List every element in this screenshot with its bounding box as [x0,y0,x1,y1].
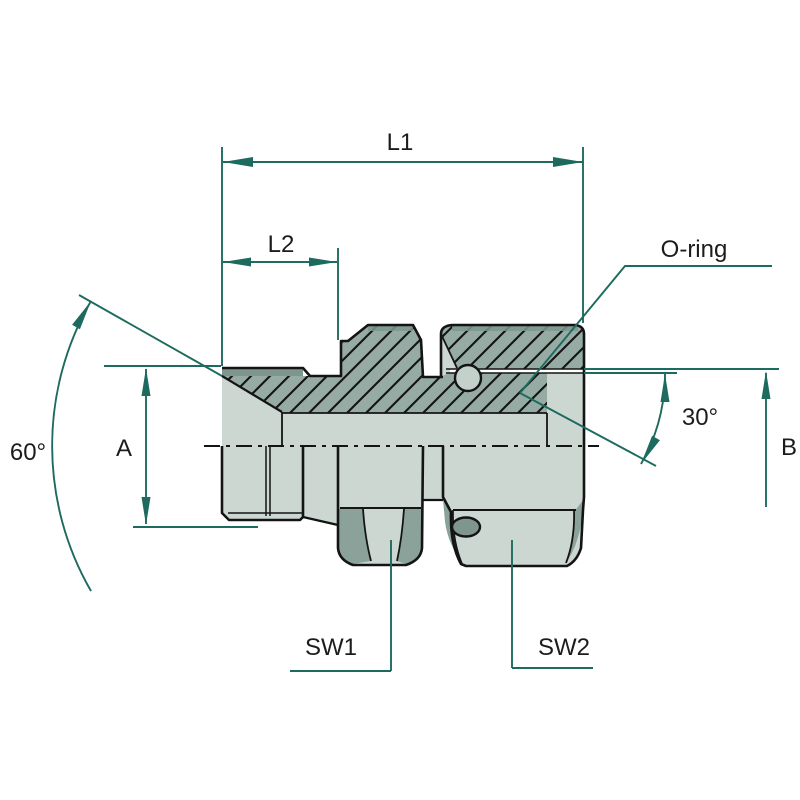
nut-inner-chamfer-edge [440,333,458,369]
sw2-facet-curves [452,509,575,565]
label-angle-60: 60° [10,439,46,466]
a-extension-lines [104,365,258,528]
angle-60-arrow [72,301,91,330]
a-arrow-bottom [141,497,151,525]
body-section-hatch [222,325,443,413]
thread-band [222,368,303,376]
sw2-nut-outline [441,446,586,568]
thread-runout-lines [265,446,271,516]
cone-mouth-face [222,376,282,446]
seat-reference-lines [584,368,779,374]
cone-seat-edge [221,375,283,413]
dimension-arrowheads [72,157,771,525]
l1-extension-lines [221,147,584,366]
body-top-outline [222,323,443,379]
angle-30-arrow-top [660,374,670,402]
bottom-silhouette-fill [222,446,584,566]
sw1-facet-curves [362,508,405,562]
transition-cone-edge [302,515,339,527]
nut-bore-cavity [547,373,584,446]
angle-60-arc [51,300,92,592]
label-l2: L2 [268,231,295,258]
l1-arrow-left [223,157,253,167]
angle-30-arc [640,372,666,465]
label-angle-30: 30° [682,404,718,431]
label-sw1: SW1 [305,634,357,661]
bore-cavity [282,413,547,446]
seat-angle-line [519,392,657,467]
sw1-hex-outline [336,445,425,567]
o-ring-leader [519,265,772,394]
l2-arrow-left [223,257,251,267]
section-top-half [221,323,586,446]
hex-top-band [368,325,413,331]
l1-arrow-right [553,157,583,167]
nut-inner-chamfer-face [441,334,457,377]
labels: L1 L2 O-ring 60° A 30° B SW1 SW2 [10,129,797,661]
thread-bottom-outline [220,446,305,522]
nut-top-band [452,325,578,331]
l2-arrow-right [309,257,337,267]
a-arrow-top [141,368,151,396]
label-dim-a: A [116,435,132,462]
sw2-hole [450,516,482,538]
bore-lines [281,412,548,446]
label-l1: L1 [387,129,414,156]
label-sw2: SW2 [538,634,590,661]
sw2-leader [511,540,593,669]
o-ring-section [453,363,483,393]
sw1-leader [290,540,392,672]
nut-top-outline [439,323,586,446]
external-bottom-half [220,445,586,568]
sw1-left-corner-shade [338,509,371,564]
label-dim-b: B [781,434,797,461]
cone-construction-line [78,294,223,377]
angle-30-arrow-bottom [641,435,660,464]
b-arrow-top [761,371,771,399]
label-o-ring: O-ring [661,236,728,263]
